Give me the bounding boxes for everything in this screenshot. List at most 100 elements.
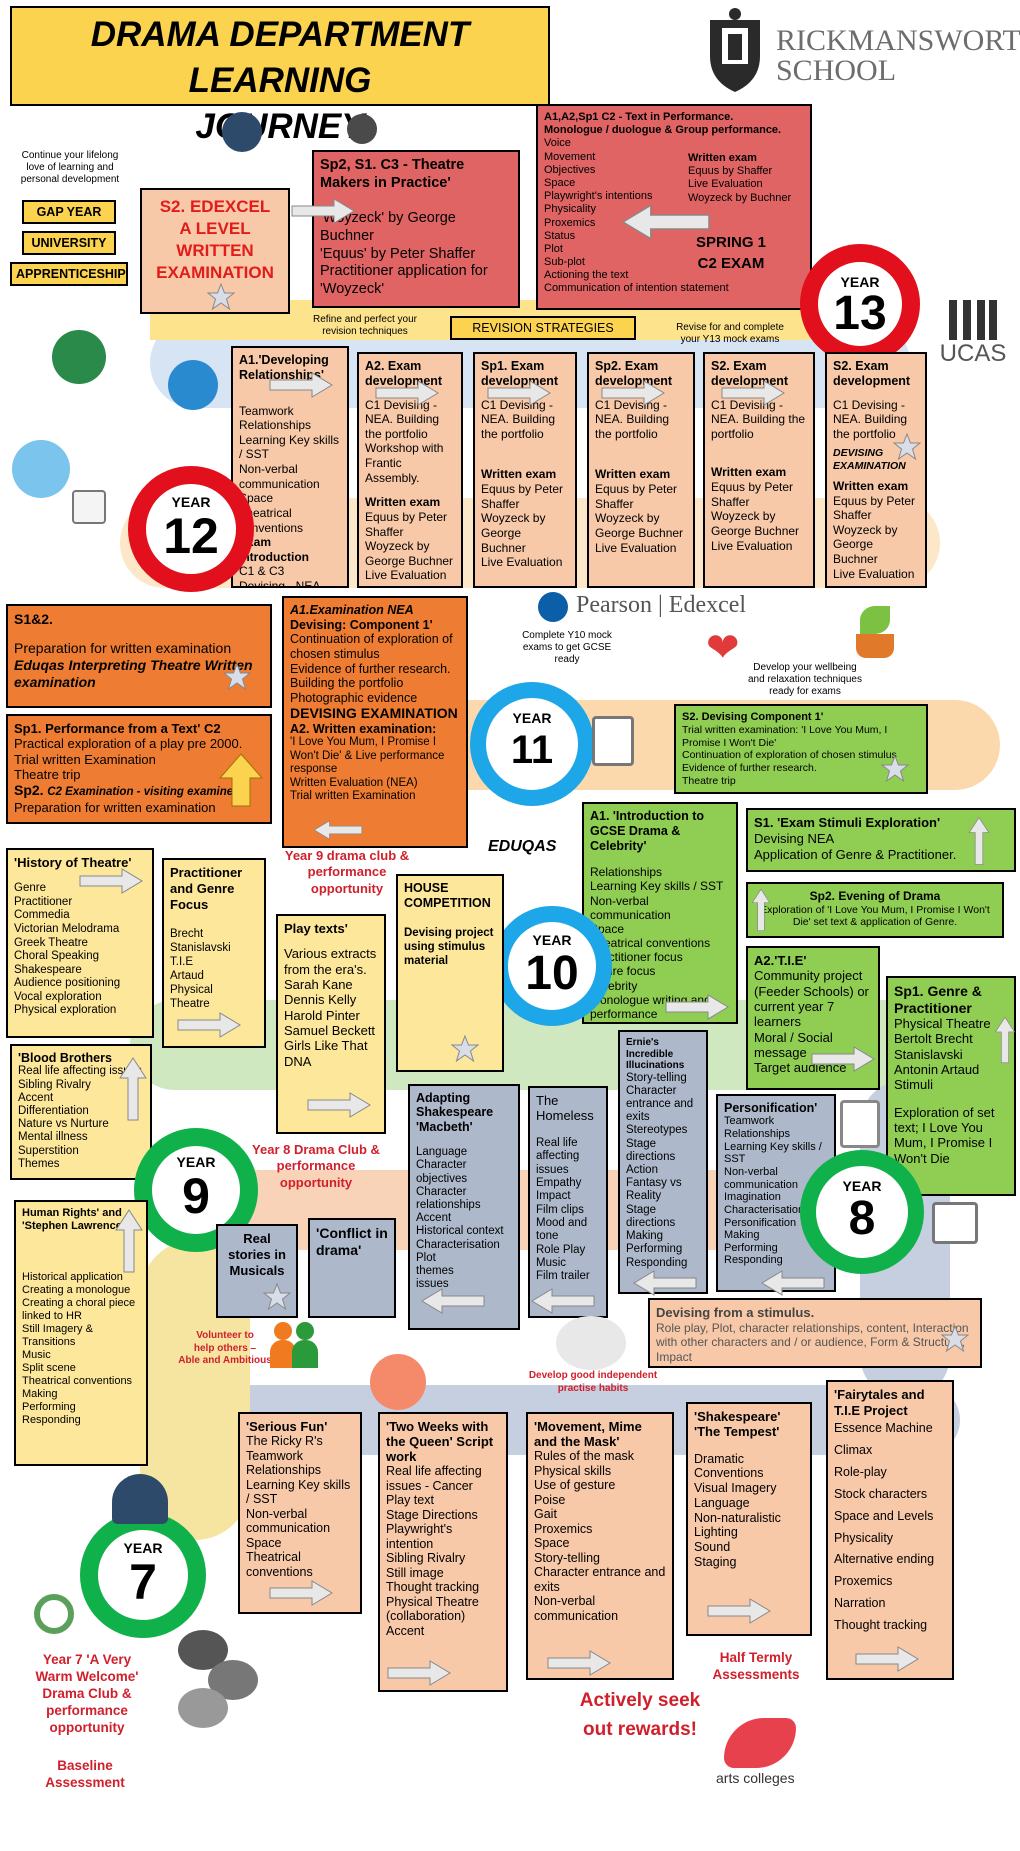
pearson-p-icon xyxy=(538,592,568,622)
a1-c2-list: Voice Movement Objectives Space Playwrig… xyxy=(544,137,729,295)
star-icon xyxy=(206,282,236,311)
people-icon xyxy=(270,1320,320,1370)
devising-stimulus-box: Devising from a stimulus. Role play, Plo… xyxy=(648,1298,982,1368)
arrow-left-icon xyxy=(421,1288,485,1314)
star-icon xyxy=(940,1324,970,1353)
star-icon xyxy=(892,432,922,461)
graduation-icon xyxy=(347,114,377,144)
arrow-right-icon xyxy=(487,380,551,406)
conflict-box: 'Conflict in drama' xyxy=(308,1218,396,1318)
arrow-right-icon xyxy=(387,1660,451,1686)
play-texts-box: Play texts' Various extracts from the er… xyxy=(276,914,386,1134)
arrow-right-icon xyxy=(79,868,143,894)
serious-fun-box: 'Serious Fun' The Ricky R's Teamwork Rel… xyxy=(238,1412,362,1614)
sp2-c3-box: Sp2, S1. C3 - Theatre Makers in Practice… xyxy=(312,150,520,308)
pearson-text: Pearson | Edexcel xyxy=(576,592,747,618)
heart-icon: ❤ xyxy=(706,626,740,670)
y10-mock-note: Complete Y10 mock exams to get GCSE read… xyxy=(522,630,612,665)
two-weeks-box: 'Two Weeks with the Queen' Script work R… xyxy=(378,1412,508,1692)
school-crest-icon xyxy=(710,8,760,92)
tempest-box: 'Shakespeare' 'The Tempest' Dramatic Con… xyxy=(686,1402,812,1636)
page-title: DRAMA DEPARTMENT LEARNING JOURNEY xyxy=(10,6,550,146)
lifelong-note: Continue your lifelong love of learning … xyxy=(20,150,120,185)
star-icon xyxy=(262,1282,292,1311)
year12-badge: YEAR 12 xyxy=(128,466,254,592)
star-icon xyxy=(880,754,910,783)
arrow-right-icon xyxy=(291,198,355,224)
arrow-right-icon xyxy=(855,1646,919,1672)
y7-welcome-note: Year 7 'A Very Warm Welcome' Drama Club … xyxy=(35,1652,139,1735)
ucas-text: UCAS xyxy=(939,340,1007,367)
spring1-c2-exam: SPRING 1 C2 EXAM xyxy=(696,234,767,272)
arrow-right-icon xyxy=(811,1046,875,1072)
sp2-evening-box: Sp2. Evening of Drama Exploration of 'I … xyxy=(746,882,1004,938)
a1-c2-written-title: Written exam xyxy=(688,152,757,164)
house-competition-box: HOUSE COMPETITION Devising project using… xyxy=(396,874,504,1072)
wellbeing-note: Develop your wellbeing and relaxation te… xyxy=(748,662,862,697)
university-badge: UNIVERSITY xyxy=(22,231,116,255)
arrow-left-icon xyxy=(313,820,363,840)
title-line-2: JOURNEY xyxy=(195,107,365,146)
year10-badge: YEAR 10 xyxy=(492,906,612,1026)
lightbulb-icon xyxy=(12,440,70,498)
baseline-note: Baseline Assessment xyxy=(45,1758,125,1790)
target-icon xyxy=(34,1594,74,1634)
arrow-up-icon xyxy=(119,1057,147,1121)
year8-badge: YEAR 8 xyxy=(800,1150,924,1274)
apprenticeship-badge: APPRENTICESHIP xyxy=(10,262,128,286)
y12-box-6: S2. Exam development C1 Devising - NEA. … xyxy=(825,352,927,588)
arrow-up-icon xyxy=(994,1016,1016,1064)
arrow-left-icon xyxy=(531,1288,595,1314)
human-rights-box: Human Rights' and 'Stephen Lawrence' His… xyxy=(14,1200,148,1466)
gap-year-badge: GAP YEAR xyxy=(22,200,116,224)
pencil-checklist-icon xyxy=(932,1202,978,1244)
reading-student-icon xyxy=(112,1474,168,1524)
refine-note: Refine and perfect your revision techniq… xyxy=(313,314,417,337)
arrow-right-icon xyxy=(269,372,333,398)
arrow-up-icon xyxy=(115,1209,143,1273)
arrow-right-icon xyxy=(375,380,439,406)
real-stories-box: Real stories in Musicals xyxy=(216,1224,298,1318)
a1-c2-box: A1,A2,Sp1 C2 - Text in Performance. Mono… xyxy=(536,104,812,310)
arrow-right-icon xyxy=(721,380,785,406)
sp2-c3-body: 'Woyzeck' by George Buchner 'Equus' by P… xyxy=(320,210,488,298)
revision-strategies-badge: REVISION STRATEGIES xyxy=(450,316,636,340)
practitioner-genre-box: Practitioner and Genre Focus Brecht Stan… xyxy=(162,858,266,1048)
rewards-note: Actively seek out rewards! xyxy=(579,1690,701,1741)
y9-club-note: Year 9 drama club & performance opportun… xyxy=(284,848,410,896)
plant-icon xyxy=(850,600,900,660)
volunteer-note: Volunteer to help others – Able and Ambi… xyxy=(178,1330,272,1366)
school-name-line-2: SCHOOL xyxy=(776,54,897,87)
arrow-right-icon xyxy=(307,1092,371,1118)
arrow-right-icon xyxy=(269,1580,333,1606)
y8-club-note: Year 8 Drama Club & performance opportun… xyxy=(252,1142,380,1190)
clipboard-icon xyxy=(840,1100,880,1148)
macbeth-box: Adapting Shakespeare 'Macbeth' Language … xyxy=(408,1084,520,1330)
arrow-right-icon xyxy=(665,994,729,1020)
eduqas-label: EDUQAS xyxy=(488,838,557,855)
arrow-left-icon xyxy=(621,204,710,240)
checklist-icon xyxy=(72,490,106,524)
movement-mime-box: 'Movement, Mime and the Mask' Rules of t… xyxy=(526,1412,674,1680)
star-icon xyxy=(222,662,252,691)
up-arrow-icon xyxy=(218,752,264,808)
arrow-up-icon xyxy=(751,888,771,931)
arrow-left-icon xyxy=(633,1270,697,1296)
globe-icon xyxy=(52,330,106,384)
year13-badge: YEAR 13 xyxy=(800,244,920,364)
arrow-right-icon xyxy=(547,1650,611,1676)
arrow-right-icon xyxy=(177,1012,241,1038)
a1-exam-nea-box: A1.Examination NEA Devising: Component 1… xyxy=(282,596,468,848)
practise-note: Develop good independent practise habits xyxy=(528,1370,658,1394)
arts-colleges-text: arts colleges xyxy=(716,1770,795,1786)
school-logo: RICKMANSWORTH SCHOOL xyxy=(700,6,1020,94)
half-termly-note: Half Termly Assessments xyxy=(712,1650,800,1682)
s2-devising-box: S2. Devising Component 1' Trial written … xyxy=(674,704,928,794)
sp2-c3-title: Sp2, S1. C3 - Theatre Makers in Practice… xyxy=(320,157,465,191)
theatre-audience-icon xyxy=(370,1354,426,1410)
school-name-line-1: RICKMANSWORTH xyxy=(776,24,1020,57)
s1-exam-stimuli-box: S1. 'Exam Stimuli Exploration' Devising … xyxy=(746,808,1016,872)
university-building-icon xyxy=(222,112,262,152)
exam-checklist-icon xyxy=(592,716,634,766)
arrow-right-icon xyxy=(601,380,665,406)
